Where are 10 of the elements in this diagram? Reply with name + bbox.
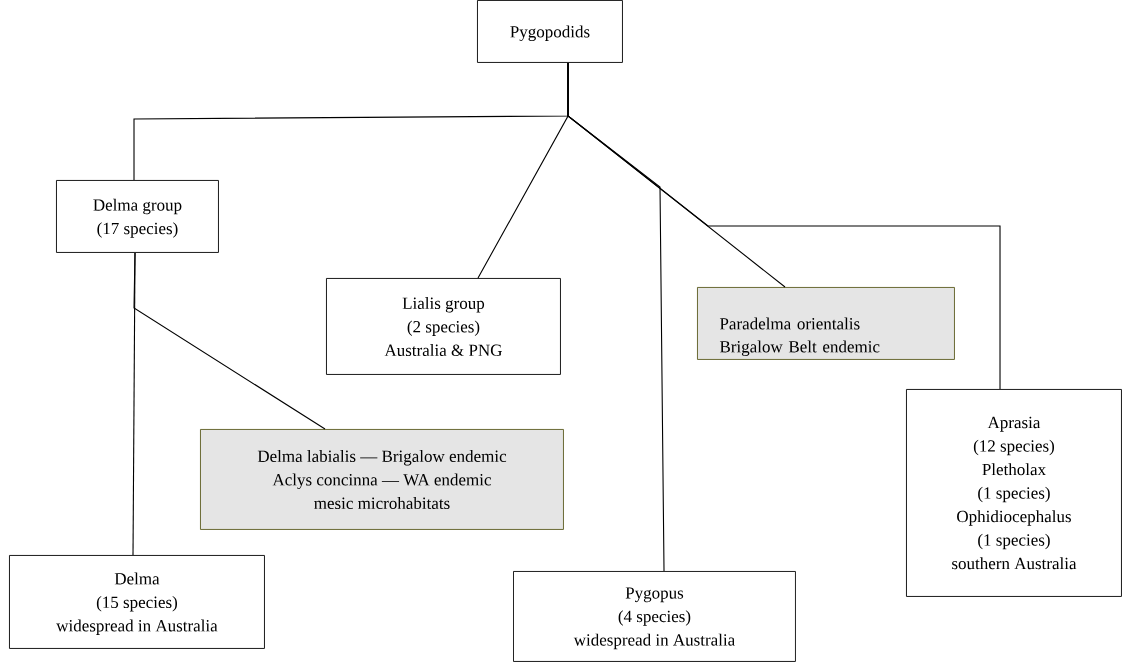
- taxon-box: Pygopus (4 species) widespread in Australia: [513, 571, 796, 662]
- branch-line: [133, 252, 326, 430]
- branch-line: [567, 62, 1001, 390]
- highlight-box: Delma labialis — Brigalow endemic Aclys concinna — WA endemic mesic microhabitats: [200, 429, 564, 530]
- taxon-box: Delma (15 species) widespread in Australia: [9, 555, 265, 649]
- taxon-box: Pygopodids: [477, 0, 623, 63]
- taxon-box: Lialis group (2 species) Australia & PNG: [326, 278, 561, 375]
- taxon-box: Delma group (17 species): [56, 180, 219, 253]
- taxon-box: Aprasia (12 species) Pletholax (1 species) Ophidiocephalus (1 species) southern Australia: [906, 389, 1122, 597]
- highlight-box: Paradelma orientalis Brigalow Belt endemic: [697, 287, 955, 360]
